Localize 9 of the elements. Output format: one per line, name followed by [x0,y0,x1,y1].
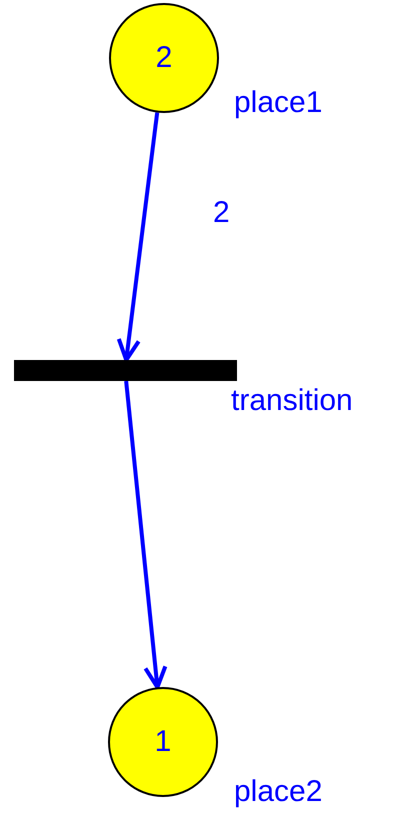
token-count: 1 [154,727,172,757]
node-name: transition [231,386,353,416]
edge-label: 2 [213,198,230,228]
arc-arrow [116,112,160,362]
token-count: 2 [156,43,172,73]
transition-bar [14,360,237,381]
arc-arrow [124,380,168,690]
node-name: place2 [234,777,322,807]
node-name: place1 [234,88,322,118]
